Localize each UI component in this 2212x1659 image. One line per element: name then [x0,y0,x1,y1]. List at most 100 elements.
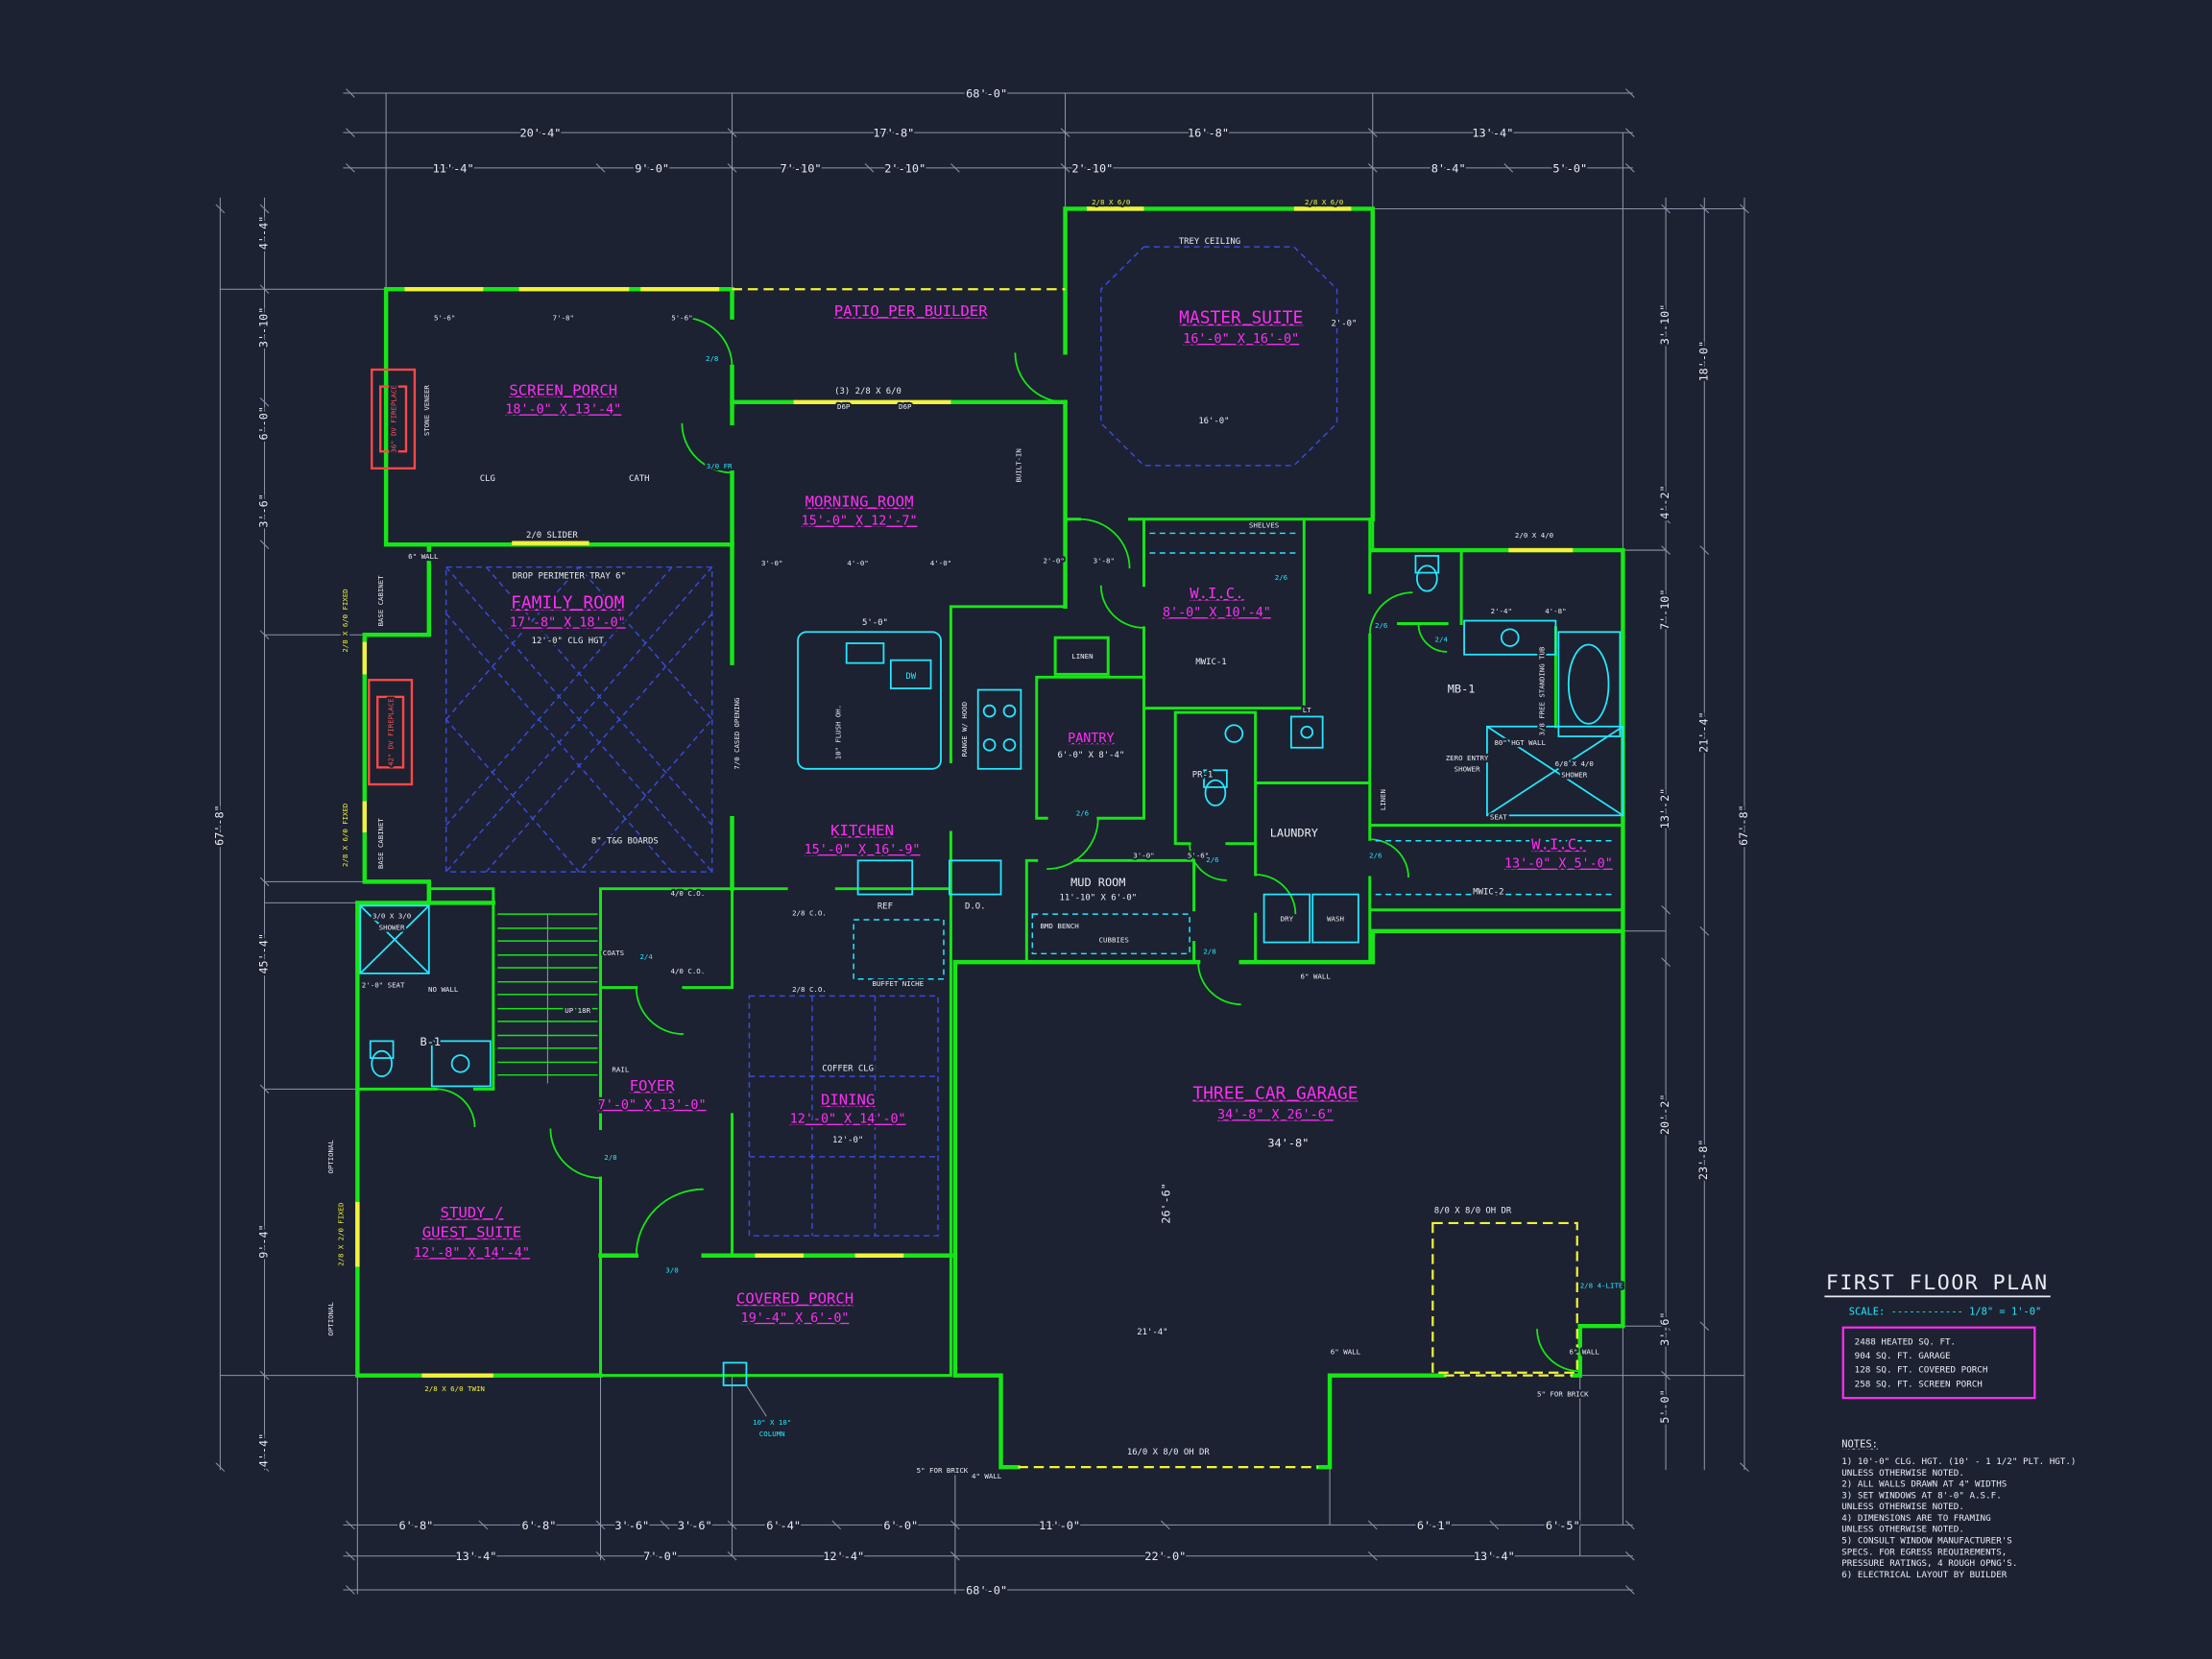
room-dims-screen-porch: 18'-0" X 13'-4" [505,403,621,418]
dim-right1-1: 4'-2" [1658,485,1671,518]
dim-left-0: 4'-4" [256,216,270,250]
dim-top3-2: 7'-10" [781,161,822,175]
label-buffet-niche: BUFFET NICHE [872,979,924,988]
doors [436,316,1580,1373]
room-label-pantry: PANTRY [1068,732,1114,746]
label-dry: DRY [1281,915,1294,924]
dining-width: 12'-0" [832,1136,863,1145]
area-covered-porch: 128 SQ. FT. COVERED PORCH [1855,1365,1988,1376]
label-window-morning: (3) 2/8 X 6/0 [834,387,902,397]
label-no-wall: NO WALL [428,985,459,994]
room-dims-covered-porch: 19'-4" X 6'-0" [741,1311,850,1326]
title-block: FIRST FLOOR PLAN SCALE: ------------ 1/8… [1824,1269,2079,1582]
label-door-4lite: 2/8 4-LITE [1580,1282,1623,1290]
door-label-pr: 2/6 [1206,855,1218,864]
dim-bot2-2: 12'-4" [823,1550,864,1563]
door-label-morning: 3/0 FR [707,462,733,470]
label-tub: 3/8 FREE STANDING TUB [1537,646,1546,735]
label-optional-a: OPTIONAL [326,1140,335,1174]
door-label-coats: 2/4 [639,952,653,961]
label-fireplace-42: 42" DV FIREPLACE [387,698,396,766]
dim-right2-2: 23'-8" [1696,1140,1710,1180]
room-dims-garage: 34'-8" X 26'-6" [1217,1108,1334,1122]
label-co40-a: 4/0 C.O. [670,889,705,898]
label-co28-a: 2/8 C.O. [792,909,827,918]
dim-top2-0: 20'-4" [519,127,561,140]
dim-bot1-2: 3'-6" [614,1519,649,1532]
dim-left-3: 3'-6" [256,493,270,527]
dim-bot1-4: 6'-4" [766,1519,801,1532]
label-coffer-clg: COFFER CLG [822,1064,874,1073]
dim-left-5: 9'-4" [256,1224,270,1258]
tag-mwic1: MWIC-1 [1195,658,1226,667]
dim-top3-0: 11'-4" [433,161,474,175]
room-label-study-1: STUDY / [441,1204,504,1221]
label-wall6-b: 6" WALL [1301,973,1332,981]
room-label-mud-room: MUD ROOM [1070,876,1125,889]
dim-right1-4: 20'-2" [1658,1094,1671,1135]
windows [355,206,1578,1469]
room-label-kitchen: KITCHEN [830,822,894,839]
dim-hall-a: 2'-0" [1043,556,1064,565]
label-flush-oh: 10" FLUSH OH. [834,705,843,759]
label-wall6-c: 6" WALL [1331,1348,1361,1357]
dim-bot2-4: 13'-4" [1474,1550,1515,1563]
sheet-title: FIRST FLOOR PLAN [1826,1271,2049,1295]
room-label-wic2: W.I.C. [1531,836,1585,854]
label-shelves: SHELVES [1249,521,1279,530]
room-label-foyer: FOYER [630,1077,676,1094]
dim-bot1-3: 3'-6" [678,1519,712,1532]
label-clg: CLG [480,474,495,484]
room-labels: PATIO PER BUILDER SCREEN PORCH 18'-0" X … [412,301,1615,1328]
label-window-master-a: 2/8 X 6/0 [1092,198,1130,206]
room-label-covered-porch: COVERED PORCH [736,1290,854,1308]
dim-right1-2: 7'-10" [1658,589,1671,630]
dim-top3-4: 2'-10" [1071,161,1113,175]
tag-mwic2: MWIC-2 [1473,888,1503,898]
label-hgt-wall: 80" HGT WALL [1494,738,1546,747]
note-1b: UNLESS OTHERWISE NOTED. [1841,1468,1964,1479]
label-slider: 2/0 SLIDER [526,531,578,541]
label-oh-door-16: 16/0 X 8/0 OH DR [1127,1448,1211,1457]
dim-left-outer: 67'-8" [212,805,226,845]
label-double-oven: D.O. [965,902,985,911]
door-label-front: 3/0 [665,1265,678,1274]
room-dims-study: 12'-8" X 14'-4" [414,1246,530,1261]
dim-island: 5'-0" [862,618,888,628]
dim-bot1-1: 6'-8" [522,1519,557,1532]
label-built-in: BUILT-IN [1014,448,1022,482]
ceiling-features [445,246,1338,1237]
dimension-text: 68'-0" 20'-4" 17'-8" 16'-8" 13'-4" 11'-4… [210,84,1752,1599]
dim-right2-1: 21'-4" [1696,711,1710,752]
label-wall4: 4" WALL [972,1472,1002,1480]
scale-note: SCALE: ------------ 1/8" = 1'-0" [1849,1307,2042,1318]
door-label-bath: 2/6 [1375,621,1387,630]
dim-laundry-b: 5'-6" [1188,851,1209,859]
label-wall6-d: 6" WALL [1570,1348,1600,1357]
dim-top2-1: 17'-8" [873,127,914,140]
label-linen-b: LINEN [1379,789,1387,810]
dim-right-outer: 67'-8" [1737,805,1750,845]
dim-top3-3: 2'-10" [884,161,926,175]
note-6: 6) ELECTRICAL LAYOUT BY BUILDER [1841,1570,2008,1580]
dim-top3-5: 8'-4" [1431,161,1466,175]
label-mb-shower-1: 6/8 X 4/0 [1555,759,1594,768]
label-zero-entry-2: SHOWER [1455,765,1480,774]
note-2: 2) ALL WALLS DRAWN AT 4" WIDTHS [1841,1479,2007,1490]
label-b1-shower-1: 3/0 X 3/0 [373,912,411,921]
label-d6p-a: D6P [837,402,851,411]
dim-right2-0: 18'-0" [1696,341,1710,381]
fireplaces [368,368,417,786]
note-4a: 4) DIMENSIONS ARE TO FRAMING [1841,1513,1990,1524]
door-label-wic1: 2/6 [1275,573,1287,582]
door-label-mud: 2/8 [1203,947,1215,955]
room-dims-kitchen: 15'-0" X 16'-9" [805,843,921,857]
room-dims-pantry: 6'-0" X 8'-4" [1057,751,1124,760]
dim-laundry-a: 3'-0" [1133,851,1154,859]
room-label-screen-porch: SCREEN PORCH [509,382,617,399]
label-tg-boards: 8" T&G BOARDS [591,837,659,847]
door-label-porch: 2/8 [706,354,718,363]
dim-bot2-0: 13'-4" [455,1550,496,1563]
room-dims-wic2: 13'-0" X 5'-0" [1504,857,1613,872]
